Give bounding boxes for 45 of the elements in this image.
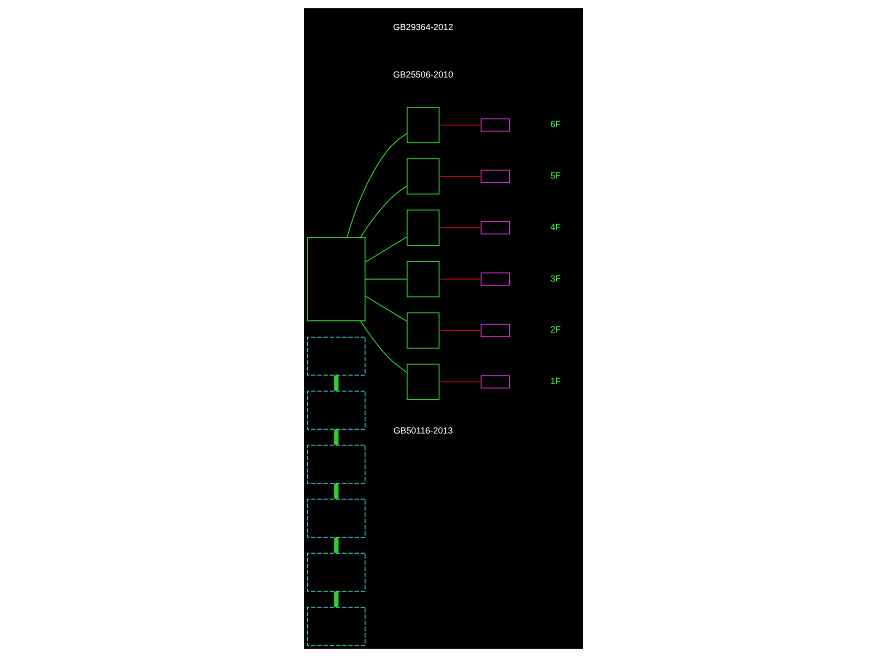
connector [438, 176, 482, 177]
node-box [307, 498, 366, 538]
connector [438, 227, 482, 228]
node-box [480, 272, 510, 286]
node-box [406, 364, 440, 400]
label: GB29364-2012 [393, 22, 454, 32]
connector [364, 296, 408, 322]
connector [364, 278, 408, 280]
node-box [406, 106, 440, 144]
connector [346, 132, 408, 238]
node-box [307, 606, 366, 646]
label: GB25506-2010 [393, 70, 454, 80]
node-box [307, 237, 366, 322]
connector [334, 429, 339, 445]
node-box [480, 375, 510, 388]
connector [438, 124, 482, 126]
node-box [406, 260, 440, 298]
label: GB50116-2013 [393, 426, 453, 436]
node-box [307, 444, 366, 484]
node-box [406, 210, 440, 246]
node-box [480, 221, 510, 234]
node-box [406, 158, 440, 195]
label: 4F [550, 222, 561, 232]
node-box [307, 390, 366, 430]
node-box [480, 324, 510, 338]
label: 2F [550, 324, 561, 335]
label: 5F [550, 170, 561, 181]
node-box [307, 552, 366, 592]
connector [334, 537, 339, 553]
connector [438, 278, 482, 280]
node-box [307, 336, 366, 376]
label: 3F [550, 273, 561, 284]
connector [360, 185, 408, 238]
label: 6F [550, 119, 561, 130]
connector [360, 320, 408, 373]
connector [438, 330, 482, 331]
connector [438, 381, 482, 382]
node-box [480, 118, 510, 132]
connector [334, 375, 339, 391]
node-box [406, 312, 440, 349]
node-box [480, 170, 510, 184]
connector [334, 592, 339, 607]
label: 1F [550, 376, 561, 386]
connector [364, 236, 408, 263]
connector [334, 483, 339, 499]
